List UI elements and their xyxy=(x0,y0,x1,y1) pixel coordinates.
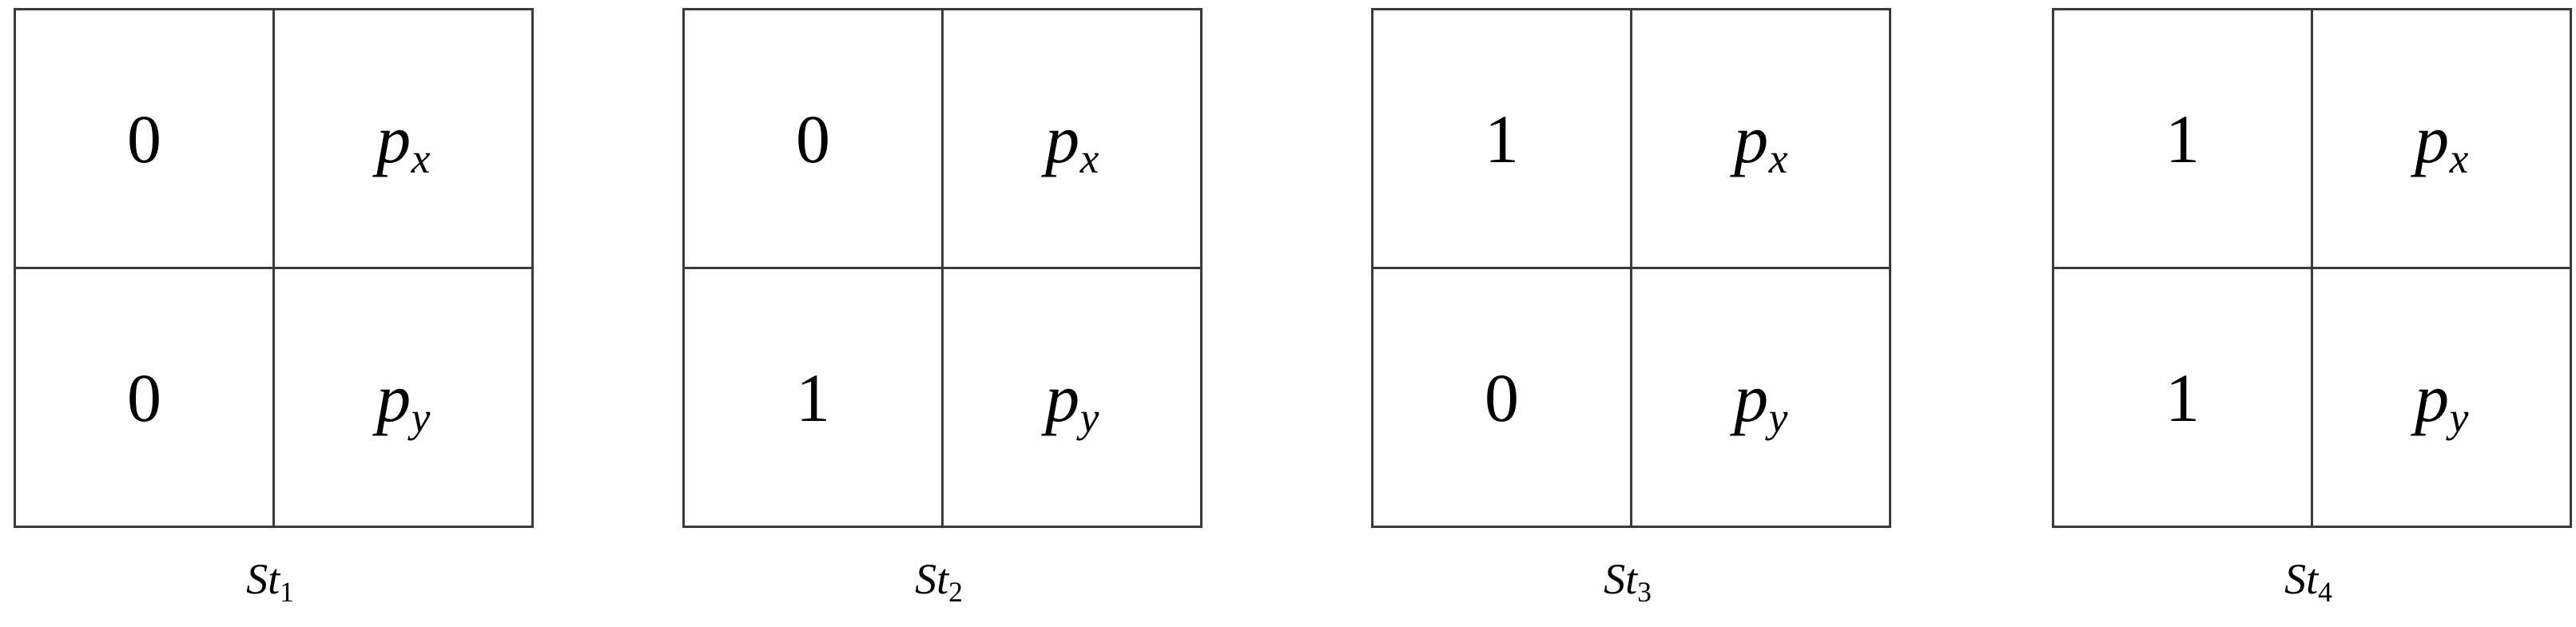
table-row: 0 px xyxy=(682,8,1203,269)
bit-value-cell: 1 xyxy=(2052,267,2313,528)
variable-base: p xyxy=(376,359,411,436)
bit-value-cell: 0 xyxy=(14,267,275,528)
variable-label-cell: py xyxy=(1630,267,1891,528)
caption-subscript: 2 xyxy=(948,575,963,608)
variable-subscript: y xyxy=(1768,393,1788,442)
variable-label-cell: px xyxy=(941,8,1203,269)
caption-subscript: 4 xyxy=(2318,575,2332,608)
variable-base: p xyxy=(2415,359,2450,436)
variable-base: p xyxy=(1734,100,1769,177)
variable-base: p xyxy=(2415,100,2450,177)
table-row: 0 px xyxy=(14,8,534,269)
variable-base: p xyxy=(1734,359,1769,436)
state-group-2: 0 px 1 py St2 xyxy=(682,8,1203,606)
state-caption-4: St4 xyxy=(2052,555,2565,606)
variable-base: p xyxy=(1045,100,1080,177)
variable-subscript: y xyxy=(411,393,431,442)
bit-value-cell: 1 xyxy=(1371,8,1632,269)
state-caption-2: St2 xyxy=(682,555,1195,606)
table-row: 1 py xyxy=(682,267,1203,528)
bit-value-cell: 0 xyxy=(682,8,944,269)
bit-value-cell: 0 xyxy=(14,8,275,269)
state-group-3: 1 px 0 py St3 xyxy=(1371,8,1891,606)
table-row: 1 px xyxy=(2052,8,2572,269)
variable-subscript: x xyxy=(2449,134,2469,183)
variable-base: p xyxy=(376,100,411,177)
bit-value-cell: 0 xyxy=(1371,267,1632,528)
state-group-4: 1 px 1 py St4 xyxy=(2052,8,2572,606)
caption-base: St xyxy=(915,555,949,603)
variable-subscript: x xyxy=(1079,134,1099,183)
variable-subscript: y xyxy=(2449,393,2469,442)
caption-base: St xyxy=(2284,555,2319,603)
variable-subscript: x xyxy=(411,134,431,183)
variable-subscript: x xyxy=(1768,134,1788,183)
variable-label-cell: py xyxy=(941,267,1203,528)
variable-base: p xyxy=(1045,359,1080,436)
caption-subscript: 1 xyxy=(280,575,294,608)
caption-base: St xyxy=(246,555,280,603)
state-table-4: 1 px 1 py xyxy=(2052,8,2572,528)
variable-label-cell: px xyxy=(272,8,534,269)
variable-label-cell: py xyxy=(2311,267,2572,528)
variable-subscript: y xyxy=(1079,393,1099,442)
state-group-1: 0 px 0 py St1 xyxy=(14,8,534,606)
variable-label-cell: py xyxy=(272,267,534,528)
state-table-1: 0 px 0 py xyxy=(14,8,534,528)
state-table-2: 0 px 1 py xyxy=(682,8,1203,528)
variable-label-cell: px xyxy=(1630,8,1891,269)
table-row: 0 py xyxy=(1371,267,1891,528)
table-row: 0 py xyxy=(14,267,534,528)
table-row: 1 py xyxy=(2052,267,2572,528)
state-table-3: 1 px 0 py xyxy=(1371,8,1891,528)
bit-value-cell: 1 xyxy=(2052,8,2313,269)
state-caption-3: St3 xyxy=(1371,555,1884,606)
table-row: 1 px xyxy=(1371,8,1891,269)
bit-value-cell: 1 xyxy=(682,267,944,528)
state-caption-1: St1 xyxy=(14,555,527,606)
caption-base: St xyxy=(1604,555,1638,603)
caption-subscript: 3 xyxy=(1637,575,1652,608)
variable-label-cell: px xyxy=(2311,8,2572,269)
